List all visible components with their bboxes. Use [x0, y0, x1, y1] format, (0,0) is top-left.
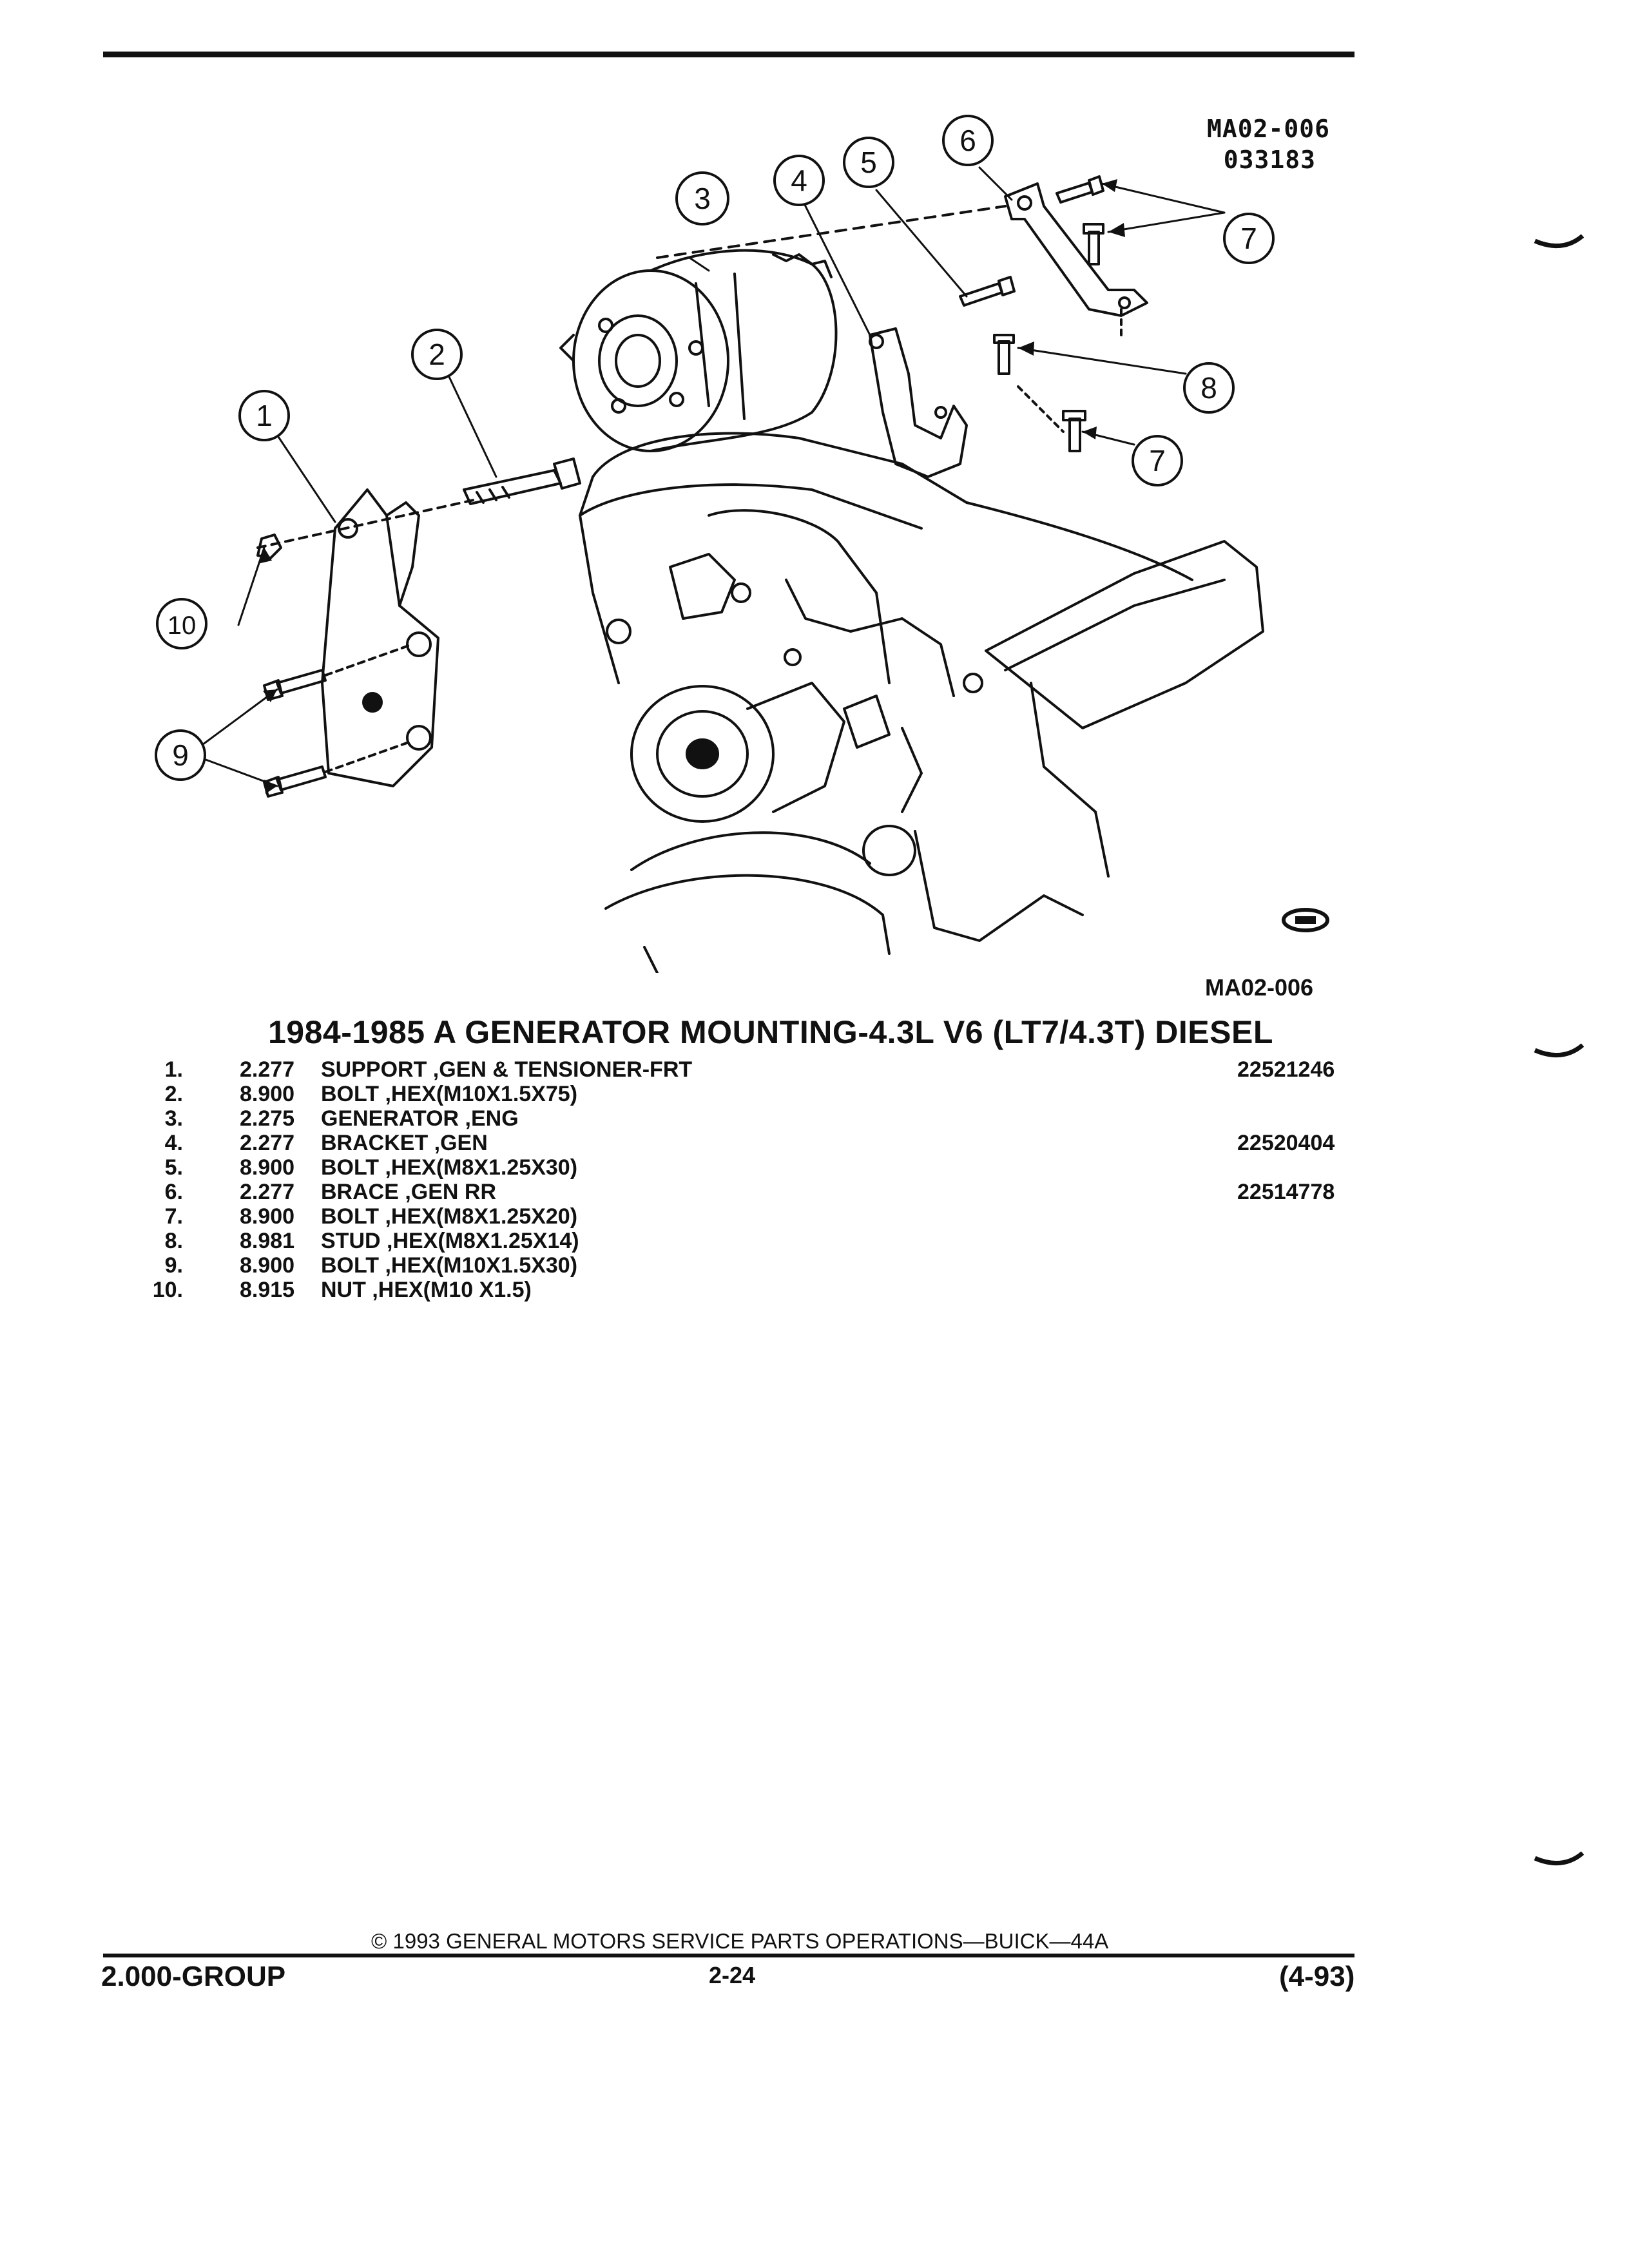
- svg-text:7: 7: [1149, 444, 1166, 477]
- callout-10: 10: [156, 598, 207, 649]
- water-pump-pulley: [630, 682, 916, 876]
- part-description: SUPPORT ,GEN & TENSIONER-FRT: [321, 1057, 693, 1082]
- callout-7-lower: 7: [1132, 435, 1183, 486]
- group-number: 8.900: [240, 1204, 295, 1229]
- copyright-notice: © 1993 GENERAL MOTORS SERVICE PARTS OPER…: [358, 1929, 1122, 1954]
- part-description: BOLT ,HEX(M8X1.25X20): [321, 1204, 578, 1229]
- callout-8: 8: [1183, 362, 1235, 414]
- illustration-ref-number: 033183: [1223, 146, 1316, 174]
- item-number: 3.: [164, 1106, 183, 1131]
- leader-arrowheads: [258, 179, 1125, 794]
- item-number: 9.: [164, 1253, 183, 1278]
- list-item: 10.8.915. . . . . . . . . . . . . . . . …: [142, 1278, 1366, 1302]
- part-description: BOLT ,HEX(M10X1.5X75): [321, 1082, 578, 1106]
- callout-9: 9: [155, 729, 206, 781]
- group-label: 2.000-GROUP: [101, 1961, 286, 1992]
- parts-list-title: 1984-1985 A GENERATOR MOUNTING-4.3L V6 (…: [268, 1014, 1273, 1050]
- callout-2: 2: [411, 329, 463, 380]
- figure-code: MA02-006: [1205, 974, 1314, 1001]
- lower-bolts: [263, 643, 414, 798]
- part-number: 22521246: [1237, 1057, 1335, 1082]
- part-number: 22520404: [1237, 1131, 1335, 1155]
- part-description: STUD ,HEX(M8X1.25X14): [321, 1229, 579, 1253]
- callout-4: 4: [773, 155, 825, 206]
- group-number: 2.277: [240, 1180, 295, 1204]
- svg-text:5: 5: [860, 146, 877, 179]
- item-number: 7.: [164, 1204, 183, 1229]
- list-item: 6.2.277. . . . . . . . . . . . . . . . .…: [142, 1180, 1366, 1204]
- svg-text:8: 8: [1200, 371, 1217, 405]
- list-item: 9.8.900. . . . . . . . . . . . . . . . .…: [142, 1253, 1366, 1278]
- engine-block: [579, 432, 1264, 973]
- svg-text:6: 6: [959, 124, 976, 157]
- part-description: BRACKET ,GEN: [321, 1131, 488, 1155]
- group-number: 2.277: [240, 1057, 295, 1082]
- group-number: 8.900: [240, 1082, 295, 1106]
- list-item: 8.8.981. . . . . . . . . . . . . . . . .…: [142, 1229, 1366, 1253]
- svg-text:3: 3: [694, 182, 711, 215]
- generator-bracket: [869, 327, 968, 478]
- long-bolt: [463, 457, 581, 505]
- group-number: 8.915: [240, 1278, 295, 1302]
- rear-brace: [1004, 182, 1148, 317]
- item-number: 5.: [164, 1155, 183, 1180]
- page-number: 2-24: [709, 1962, 756, 1988]
- item-number: 10.: [152, 1278, 183, 1302]
- svg-text:2: 2: [429, 338, 445, 371]
- binding-mark-icon: [1534, 234, 1585, 249]
- part-number: 22514778: [1237, 1180, 1335, 1204]
- group-number: 8.900: [240, 1253, 295, 1278]
- callout-3: 3: [675, 171, 729, 226]
- illustration-ref-code: MA02-006: [1206, 115, 1330, 143]
- footer-rule: [103, 1954, 1354, 1957]
- list-item: 3.2.275. . . . . . . . . . . . . . . . .…: [142, 1106, 1366, 1131]
- svg-text:9: 9: [172, 738, 189, 772]
- part-description: NUT ,HEX(M10 X1.5): [321, 1278, 532, 1302]
- top-rule: [103, 52, 1354, 57]
- gm-logo-icon: [1282, 908, 1329, 932]
- list-item: 2.8.900. . . . . . . . . . . . . . . . .…: [142, 1082, 1366, 1106]
- list-item: 4.2.277. . . . . . . . . . . . . . . . .…: [142, 1131, 1366, 1155]
- item-number: 2.: [164, 1082, 183, 1106]
- item-number: 6.: [164, 1180, 183, 1204]
- part-description: BOLT ,HEX(M10X1.5X30): [321, 1253, 578, 1278]
- group-number: 2.275: [240, 1106, 295, 1131]
- callout-7-upper: 7: [1223, 213, 1275, 264]
- part-description: BOLT ,HEX(M8X1.25X30): [321, 1155, 578, 1180]
- item-number: 1.: [164, 1057, 183, 1082]
- part-description: BRACE ,GEN RR: [321, 1180, 497, 1204]
- svg-text:7: 7: [1240, 222, 1257, 255]
- group-number: 8.900: [240, 1155, 295, 1180]
- item-number: 4.: [164, 1131, 183, 1155]
- svg-text:1: 1: [256, 399, 273, 432]
- group-number: 2.277: [240, 1131, 295, 1155]
- exploded-view-diagram: 1 2 3 4 5 6 7 8 7 10 9: [155, 115, 1275, 973]
- small-fasteners: [959, 175, 1123, 452]
- revision-date: (4-93): [1279, 1961, 1355, 1992]
- generator: [559, 249, 838, 452]
- list-item: 1.2.277. . . . . . . . . . . . . . . . .…: [142, 1057, 1366, 1082]
- svg-text:10: 10: [168, 611, 197, 640]
- group-number: 8.981: [240, 1229, 295, 1253]
- list-item: 7.8.900. . . . . . . . . . . . . . . . .…: [142, 1204, 1366, 1229]
- callout-6: 6: [942, 115, 994, 166]
- binding-mark-icon: [1534, 1851, 1585, 1866]
- item-number: 8.: [164, 1229, 183, 1253]
- callout-5: 5: [843, 137, 894, 188]
- svg-text:4: 4: [791, 164, 807, 197]
- list-item: 5.8.900. . . . . . . . . . . . . . . . .…: [142, 1155, 1366, 1180]
- part-description: GENERATOR ,ENG: [321, 1106, 519, 1131]
- callout-1: 1: [238, 390, 290, 441]
- leader-lines: [189, 166, 1226, 787]
- support-bracket: [321, 488, 439, 787]
- parts-list: 1.2.277. . . . . . . . . . . . . . . . .…: [142, 1057, 1366, 1302]
- binding-mark-icon: [1534, 1043, 1585, 1058]
- nut: [256, 533, 282, 559]
